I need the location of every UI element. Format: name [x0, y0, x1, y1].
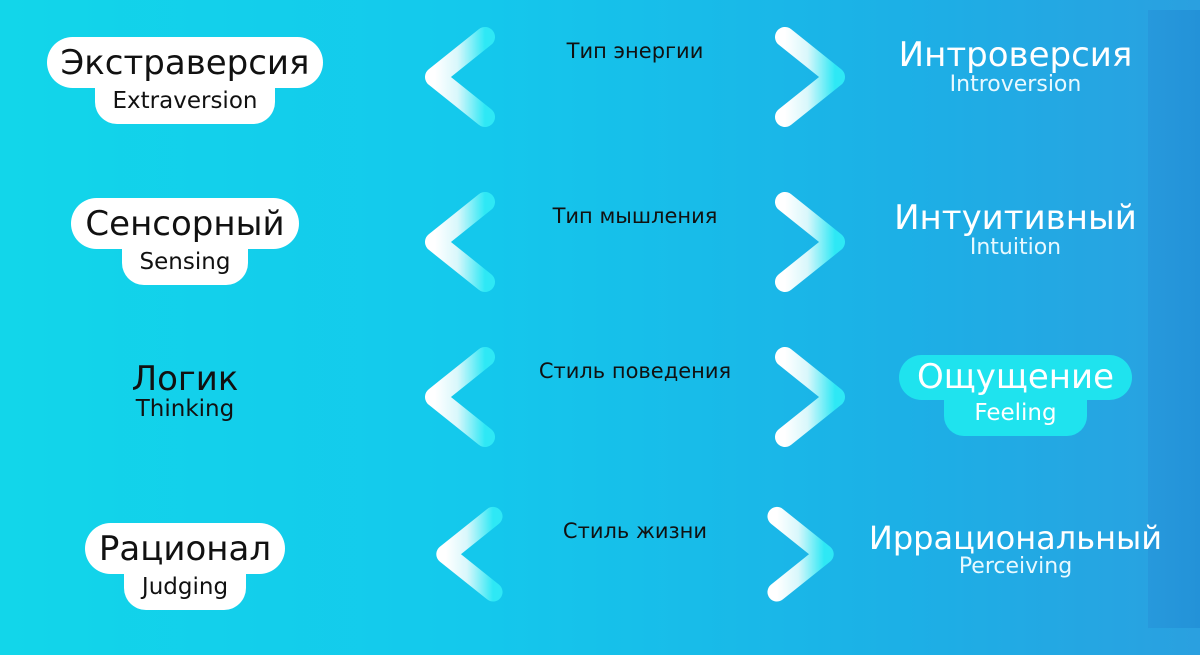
right-edge-strip — [1148, 10, 1200, 628]
left-pole-subtitle: Thinking — [135, 396, 235, 423]
left-pole: Рационал Judging — [20, 523, 350, 611]
right-pole-title: Ощущение — [898, 355, 1133, 401]
double-arrow-icon — [436, 506, 834, 602]
axis-caption: Стиль жизни — [562, 519, 708, 543]
dichotomy-row-energy: Экстраверсия Extraversion Тип энергии Ин… — [0, 25, 1200, 175]
axis-caption: Тип энергии — [566, 39, 704, 63]
left-pole-subtitle: Extraversion — [94, 86, 276, 125]
axis-caption: Стиль поведения — [538, 359, 732, 383]
right-pole-subtitle: Perceiving — [958, 554, 1073, 580]
right-pole: Иррациональный Perceiving — [838, 519, 1193, 580]
left-pole-subtitle: Judging — [123, 572, 247, 611]
left-pole-title: Логик — [131, 359, 239, 399]
right-pole-subtitle: Introversion — [949, 72, 1082, 98]
right-pole-title: Интуитивный — [894, 198, 1137, 238]
right-pole-title: Иррациональный — [868, 519, 1163, 557]
left-pole-title: Сенсорный — [71, 198, 299, 250]
left-pole-title: Рационал — [84, 523, 286, 575]
left-pole: Сенсорный Sensing — [20, 198, 350, 286]
dichotomy-row-lifestyle: Рационал Judging Стиль жизни Иррациональ… — [0, 505, 1200, 655]
axis-caption: Тип мышления — [552, 204, 718, 228]
left-pole: Логик Thinking — [20, 359, 350, 423]
right-pole: Ощущение Feeling — [838, 355, 1193, 437]
double-arrow-icon — [425, 27, 845, 127]
left-pole: Экстраверсия Extraversion — [20, 37, 350, 125]
dichotomy-row-behavior: Логик Thinking Стиль поведения Ощущение … — [0, 345, 1200, 495]
right-pole: Интроверсия Introversion — [838, 35, 1193, 98]
dichotomy-row-thinking-type: Сенсорный Sensing Тип мышления Интуитивн… — [0, 190, 1200, 340]
double-arrow-icon — [425, 192, 845, 292]
right-pole-subtitle: Feeling — [944, 398, 1087, 437]
left-pole-title: Экстраверсия — [46, 37, 324, 89]
right-pole: Интуитивный Intuition — [838, 198, 1193, 261]
double-arrow-icon — [425, 347, 845, 447]
right-pole-subtitle: Intuition — [969, 235, 1062, 261]
left-pole-subtitle: Sensing — [121, 247, 249, 286]
right-pole-title: Интроверсия — [898, 35, 1133, 75]
